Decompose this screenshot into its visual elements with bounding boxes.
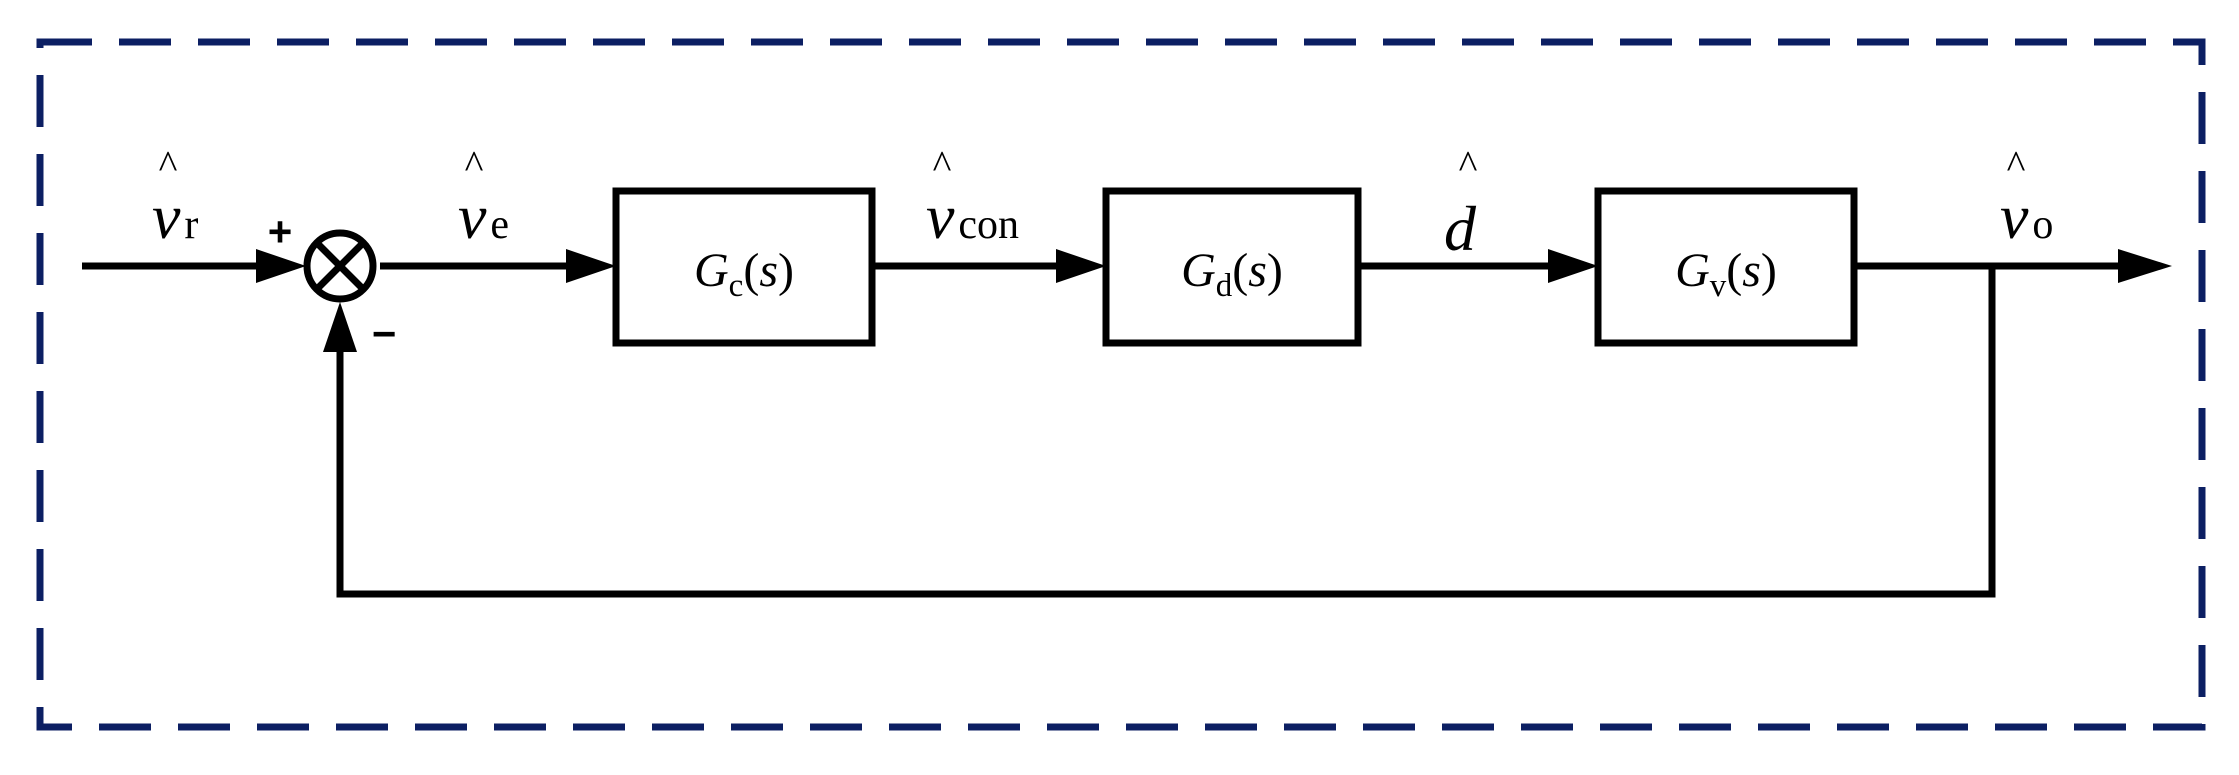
svg-text:vcon: vcon — [926, 181, 1019, 252]
svg-text:^: ^ — [465, 142, 484, 187]
output-signal-label: ^ vo — [2000, 142, 2053, 252]
svg-text:^: ^ — [1459, 142, 1478, 187]
error-arrowhead — [566, 249, 616, 283]
svg-text:^: ^ — [159, 142, 178, 187]
summing-junction — [303, 229, 377, 303]
svg-text:vo: vo — [2000, 181, 2053, 252]
dashed-frame — [36, 38, 2206, 731]
duty-arrowhead — [1548, 249, 1598, 283]
input-arrowhead — [256, 249, 306, 283]
error-signal-label: ^ ve — [458, 142, 509, 252]
svg-text:d: d — [1444, 193, 1477, 264]
svg-text:ve: ve — [458, 181, 509, 252]
plant-block — [1594, 187, 1858, 347]
svg-text:^: ^ — [2007, 142, 2026, 187]
control-signal-label: ^ vcon — [926, 142, 1019, 252]
duty-signal-label: ^ d — [1444, 142, 1478, 264]
plus-sign: + — [268, 208, 293, 255]
feedback-arrowhead — [323, 302, 357, 352]
minus-sign: − — [372, 310, 397, 357]
input-signal-label: ^ vr — [152, 142, 198, 252]
controller-transfer-function: Gc(s) — [694, 244, 794, 304]
controller-block — [612, 187, 876, 347]
plant-transfer-function: Gv(s) — [1675, 244, 1777, 304]
svg-text:^: ^ — [933, 142, 952, 187]
duty-transfer-function: Gd(s) — [1181, 244, 1283, 304]
svg-text:vr: vr — [152, 181, 198, 252]
duty-block — [1102, 187, 1362, 347]
control-arrowhead — [1056, 249, 1106, 283]
output-arrowhead — [2118, 249, 2172, 283]
feedback-wire — [336, 266, 1996, 598]
